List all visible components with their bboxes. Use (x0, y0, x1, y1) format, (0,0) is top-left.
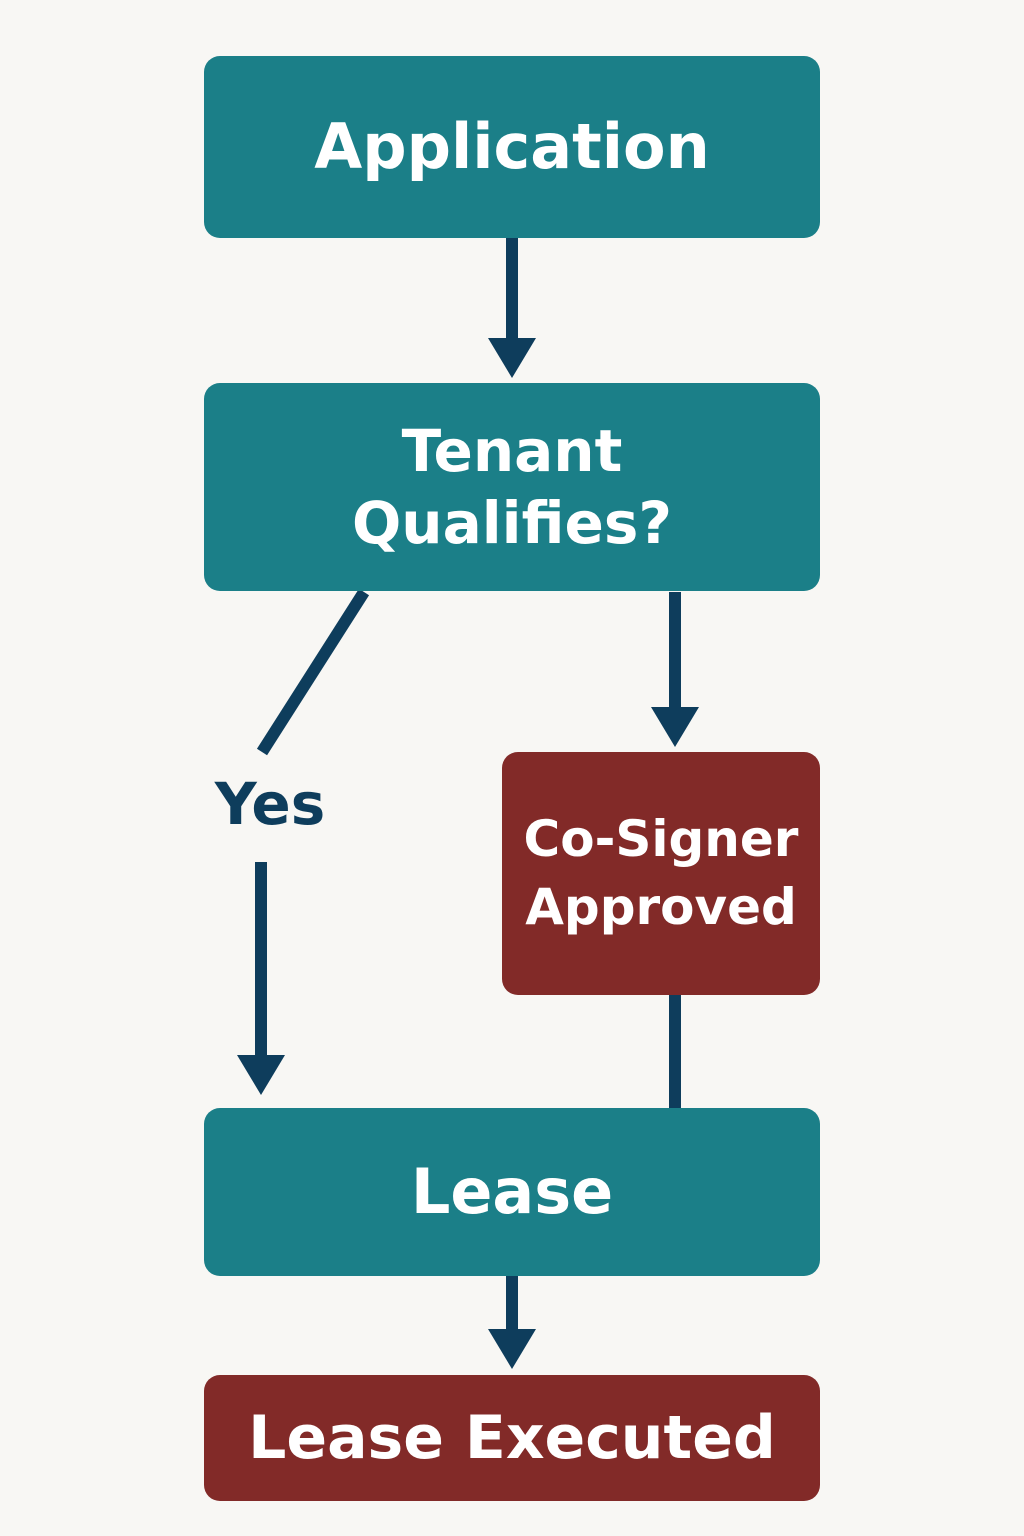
node-tenant-qualifies-label-line-1: Tenant (401, 416, 623, 485)
node-lease-executed: Lease Executed (204, 1375, 820, 1501)
arrowhead-lease-to-executed (488, 1329, 536, 1369)
node-lease-executed-label: Lease Executed (248, 1402, 776, 1473)
node-cosigner-approved-label-line-2: Approved (525, 877, 797, 936)
edge-tenant-to-yes-diagonal (256, 588, 370, 756)
node-lease: Lease (204, 1108, 820, 1276)
node-lease-label: Lease (410, 1155, 614, 1229)
node-cosigner-approved-label-line-1: Co-Signer (523, 810, 799, 868)
node-tenant-qualifies: Tenant Qualifies? (204, 383, 820, 591)
arrowhead-yes-to-lease (237, 1055, 285, 1095)
arrowhead-application-to-tenant (488, 338, 536, 378)
edge-label-yes: Yes (214, 770, 326, 838)
node-tenant-qualifies-label-line-2: Qualifies? (352, 489, 672, 557)
node-application: Application (204, 56, 820, 238)
arrowhead-tenant-to-cosigner (651, 707, 699, 747)
node-application-label: Application (314, 110, 710, 184)
node-cosigner-approved: Co-Signer Approved (502, 752, 820, 995)
